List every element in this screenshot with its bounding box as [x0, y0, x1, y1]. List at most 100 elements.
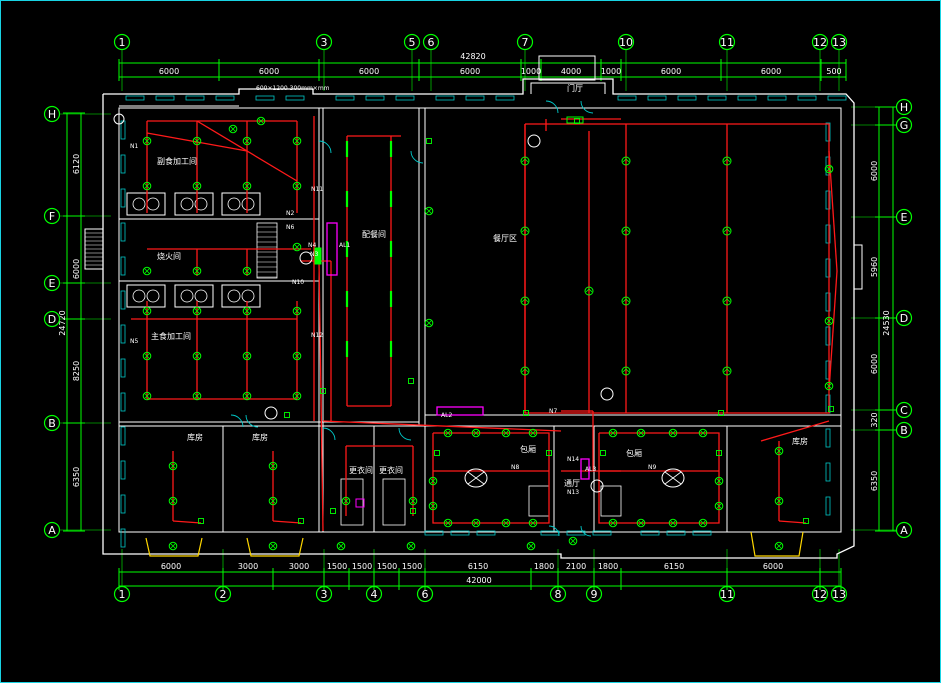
fixture-cross [294, 244, 300, 250]
fixture-cross [716, 478, 722, 484]
door-swing [580, 525, 592, 537]
switch-socket [434, 450, 440, 456]
fixture-cross [408, 543, 414, 549]
exit-sign [113, 113, 125, 125]
window-layer [120, 95, 847, 548]
window [825, 326, 831, 346]
dimension-value: 2100 [566, 562, 586, 571]
axis-bubble-top-label: 6 [428, 36, 435, 49]
light-fixture [142, 306, 152, 316]
circuit-wire [272, 520, 302, 524]
axis-bubble-left-label: F [49, 210, 55, 223]
circuit-tag: N5 [130, 338, 138, 345]
fixture-cross [338, 543, 344, 549]
fixture-cross [194, 268, 200, 274]
left-total-dimension: 24720 [58, 310, 67, 335]
bottom-total-dimension: 42000 [466, 576, 491, 585]
switch-socket [408, 378, 414, 384]
stove-burner [180, 197, 194, 211]
stove-burner [180, 289, 194, 303]
inner-wall [118, 107, 842, 533]
light-fixture [443, 428, 453, 438]
fixture-cross [430, 503, 436, 509]
fixture-cross [194, 353, 200, 359]
fixture-cross [638, 430, 644, 436]
window [617, 95, 637, 101]
window [476, 530, 496, 536]
kitchen-equipment [221, 192, 261, 216]
dimension-value: 1500 [402, 562, 422, 571]
room-label-dining-hall: 餐厅区 [493, 234, 517, 243]
stove-burner [146, 289, 160, 303]
light-fixture [292, 242, 302, 252]
light-fixture [824, 164, 834, 174]
axis-bubble-bottom-label: 6 [422, 588, 429, 601]
light-fixture [428, 501, 438, 511]
light-fixture [142, 136, 152, 146]
ceiling-light [621, 366, 631, 376]
dimension-value: 6350 [870, 471, 879, 491]
ceiling-light-glyph [585, 288, 593, 293]
dimension-value: 6000 [259, 67, 279, 76]
fixture-cross [144, 308, 150, 314]
axis-bubble-top-label: 1 [119, 36, 126, 49]
fixture-cross [294, 393, 300, 399]
window [692, 530, 712, 536]
fixture-cross [194, 138, 200, 144]
fixture-cross [343, 498, 349, 504]
fixture-cross [503, 520, 509, 526]
room-label-storage-mid: 库房 [252, 432, 268, 442]
window [215, 95, 235, 101]
axis-bubble-right-circle [895, 401, 913, 419]
top-note: 600×1200 300mm×mm [256, 85, 330, 92]
axis-bubble-left-circle [43, 310, 61, 328]
dimension-value: 4000 [561, 67, 581, 76]
light-fixture [471, 428, 481, 438]
fixture-cross [700, 430, 706, 436]
circuit-tag: N2 [286, 210, 294, 217]
entrance-canopy [246, 537, 304, 557]
circuit-tag: N6 [286, 224, 294, 231]
axis-bubble-left-circle [43, 105, 61, 123]
dimension-value: 1800 [598, 562, 618, 571]
axis-bubble-right-label: A [900, 524, 908, 537]
fixture-cross [610, 520, 616, 526]
panel-tag: AL2 [441, 412, 452, 419]
window [120, 256, 126, 276]
light-fixture [242, 351, 252, 361]
axis-bubble-right-label: B [900, 424, 908, 437]
circuit-wire [828, 270, 838, 392]
light-fixture [408, 496, 418, 506]
axis-bubble-bottom-circle [585, 585, 603, 603]
axis-bubble-bottom-circle [416, 585, 434, 603]
door-swing [230, 414, 244, 428]
light-fixture [242, 391, 252, 401]
dimension-value: 6000 [159, 67, 179, 76]
circuit-wire [760, 420, 830, 442]
dimension-value: 500 [826, 67, 841, 76]
axis-bubble-right-circle [895, 116, 913, 134]
fixture-cross [530, 430, 536, 436]
fixture-cross [170, 463, 176, 469]
window [640, 530, 660, 536]
window [707, 95, 727, 101]
room-label-main-kitchen: 主食加工间 [151, 331, 191, 341]
window [120, 426, 126, 446]
room-label-cooking: 烧火间 [157, 251, 181, 261]
light-fixture [192, 181, 202, 191]
foyer-canopy [538, 55, 596, 81]
kitchen-equipment [221, 284, 261, 308]
light-fixture [192, 266, 202, 276]
circuit-tag: N9 [648, 464, 656, 471]
axis-bubble-bottom-label: 12 [813, 588, 827, 601]
window [495, 95, 515, 101]
light-fixture [668, 428, 678, 438]
dimension-value: 6150 [468, 562, 488, 571]
axis-bubble-left-label: A [48, 524, 56, 537]
dimension-value: 6000 [661, 67, 681, 76]
circuit-wire [432, 432, 550, 524]
exit-sign [299, 251, 313, 265]
door-swing [318, 140, 332, 154]
axis-bubble-bottom-circle [830, 585, 848, 603]
